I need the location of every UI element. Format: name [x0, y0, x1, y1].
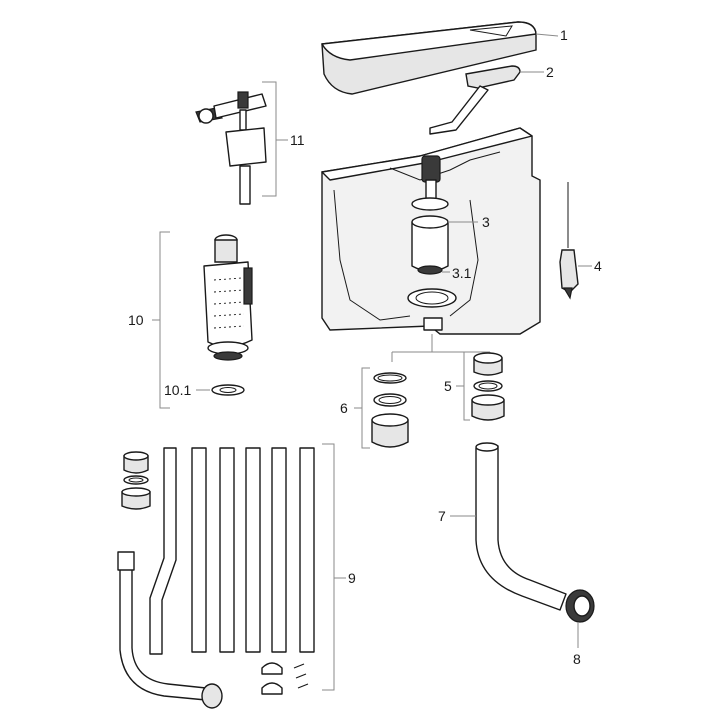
callout-10-1: 10.1: [164, 382, 191, 398]
callout-9: 9: [348, 570, 356, 586]
cistern-lid: [321, 21, 559, 95]
callout-10: 10: [128, 312, 144, 328]
flush-valve: [411, 155, 478, 275]
flush-pipe-set: [117, 447, 315, 709]
ring-set-6: [371, 372, 409, 448]
callout-11: 11: [290, 132, 305, 148]
pull-handle: [559, 182, 592, 300]
flush-mechanism: [203, 234, 253, 361]
callout-1: 1: [560, 27, 568, 43]
callout-3-1: 3.1: [452, 265, 472, 281]
callout-4: 4: [594, 258, 602, 274]
callout-8: 8: [573, 651, 581, 667]
callout-2: 2: [546, 64, 554, 80]
pipe-connector: [565, 589, 595, 648]
callout-3: 3: [482, 214, 490, 230]
fill-valve: [195, 91, 267, 205]
callout-7: 7: [438, 508, 446, 524]
actuator-lever: [429, 65, 544, 135]
flush-bend: [450, 442, 567, 611]
callout-5: 5: [444, 378, 452, 394]
connection-set-5: [471, 352, 505, 421]
seal-ring-10-1: [211, 384, 245, 396]
callout-6: 6: [340, 400, 348, 416]
